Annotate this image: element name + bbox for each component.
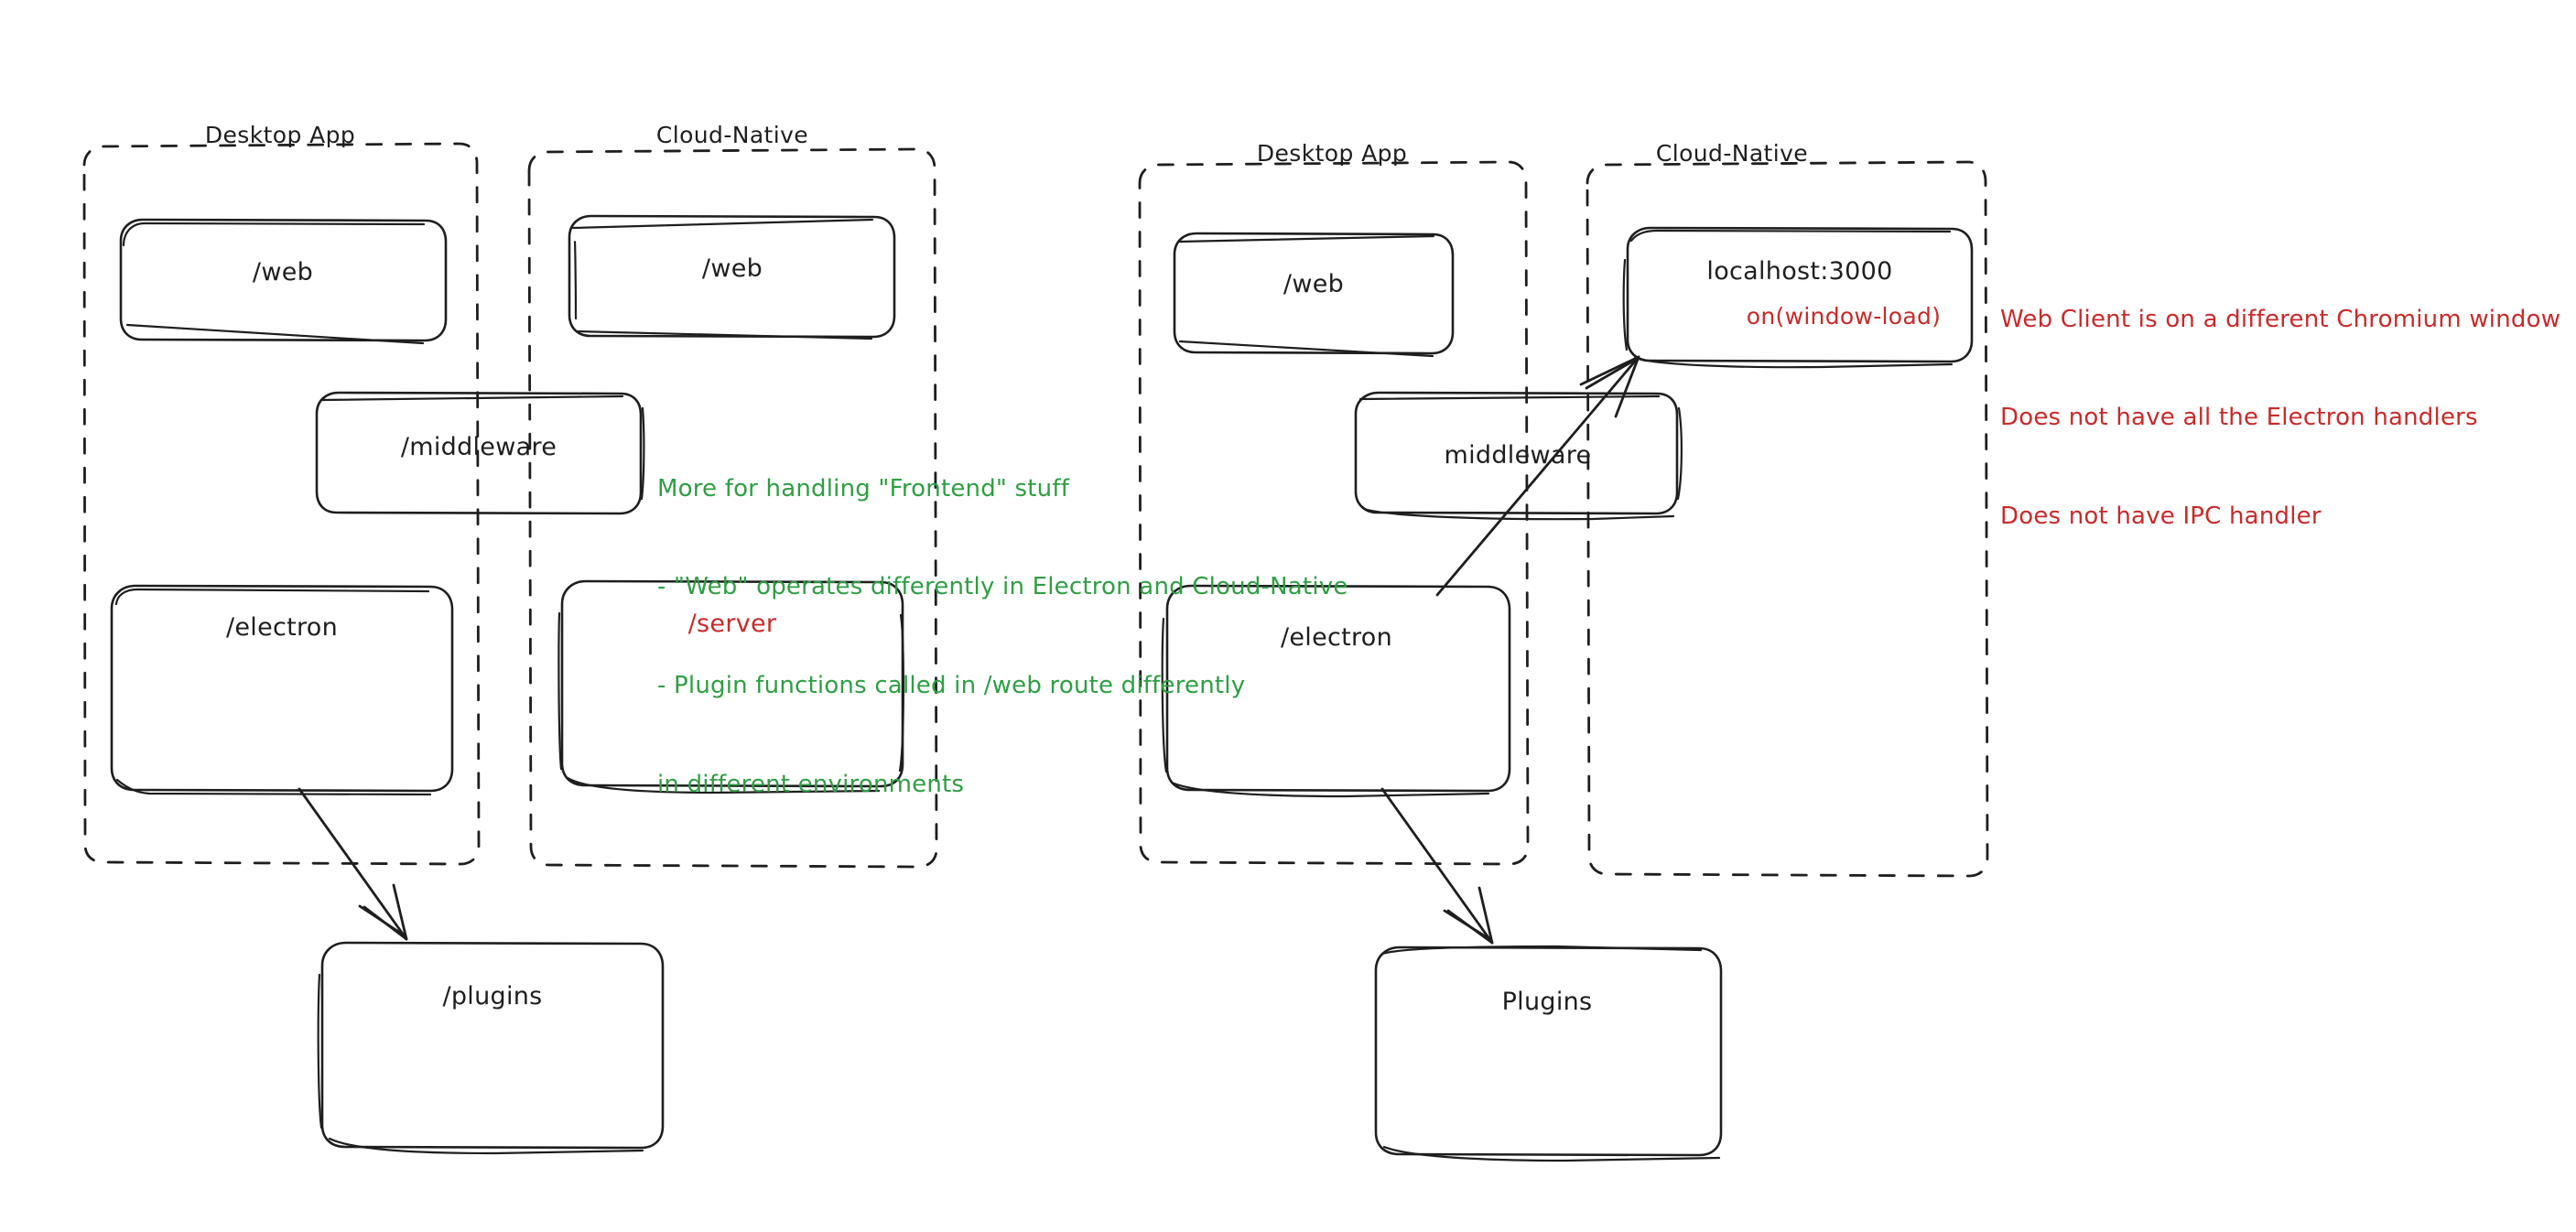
arrow-left-electron-to-plugins (298, 787, 408, 941)
arrow-right-electron-to-localhost (1435, 355, 1640, 597)
node-outline-right-middleware (1354, 391, 1683, 521)
node-outline-right-localhost (1622, 226, 1974, 369)
node-outline-right-electron (1161, 584, 1511, 798)
node-outline-right-plugins (1374, 945, 1723, 1162)
group-outline-right-cloud-native (1586, 160, 1989, 878)
group-outline-left-desktop-app (82, 142, 481, 866)
node-outline-left-server (557, 579, 904, 794)
node-outline-left-desktop-web (119, 218, 448, 345)
node-outline-left-plugins (317, 941, 665, 1155)
arrow-right-electron-to-plugins (1380, 787, 1494, 945)
node-outline-left-cloud-web (568, 214, 896, 340)
group-outline-left-cloud-native (527, 147, 938, 869)
node-outline-right-desktop-web (1173, 232, 1455, 358)
node-outline-left-middleware (315, 391, 645, 515)
node-outline-left-electron (110, 584, 454, 796)
